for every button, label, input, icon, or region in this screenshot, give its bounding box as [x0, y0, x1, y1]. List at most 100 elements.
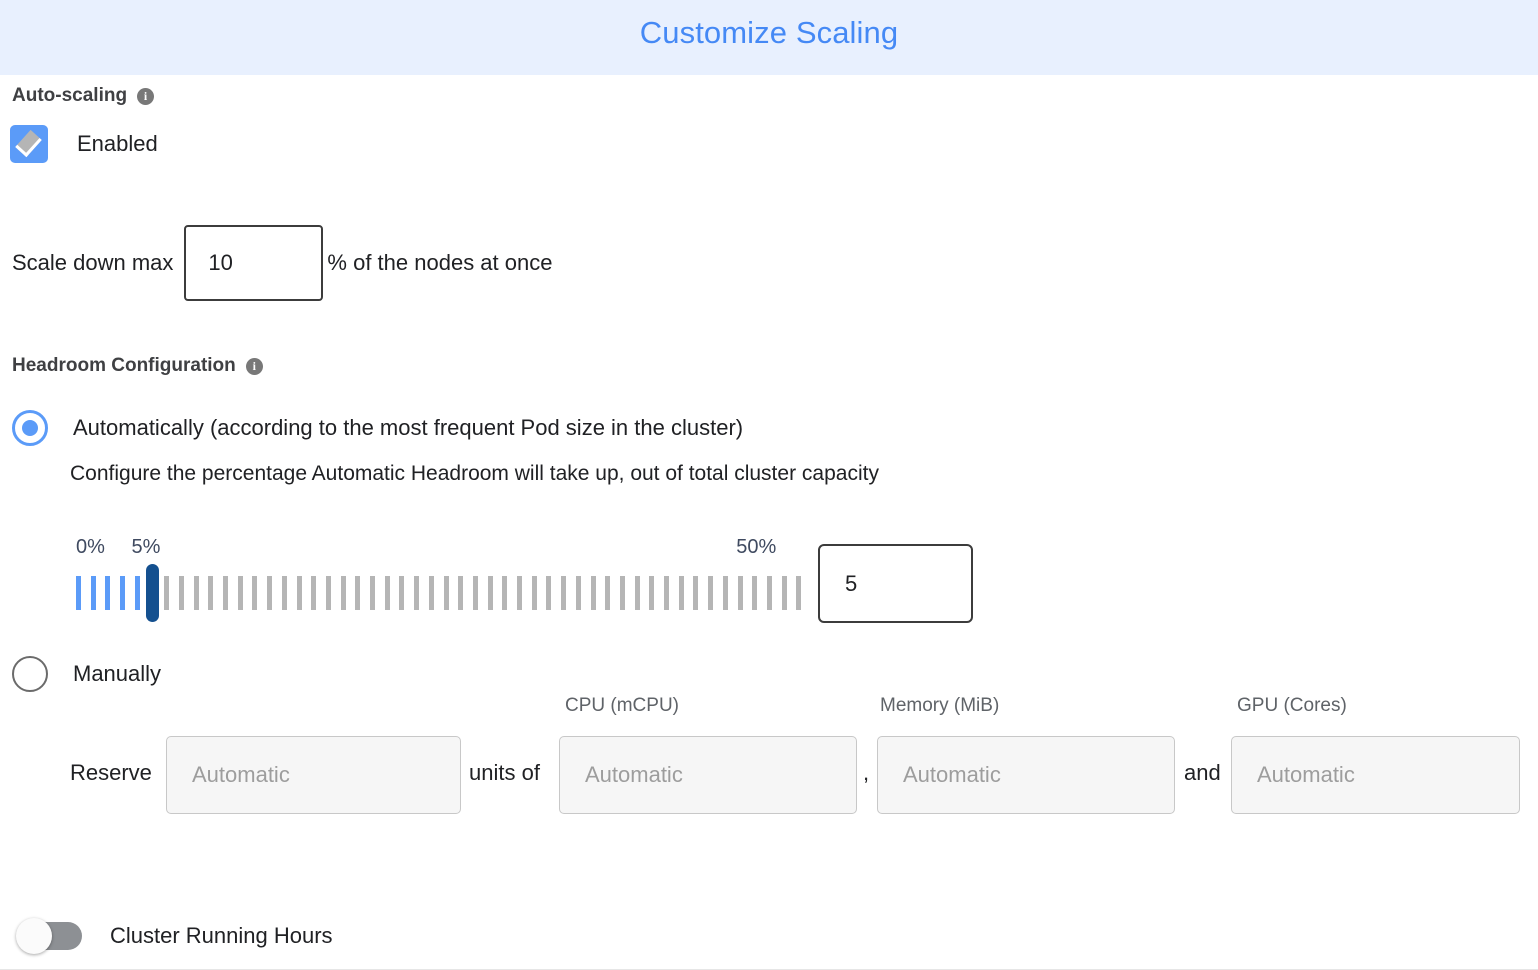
slider-tick	[193, 576, 199, 610]
slider-tick	[443, 576, 449, 610]
slider-tick	[487, 576, 493, 610]
slider-tick	[120, 576, 126, 610]
slider-tick	[325, 576, 331, 610]
slider-tick	[208, 576, 214, 610]
cpu-field-label: CPU (mCPU)	[565, 695, 679, 716]
memory-field-label: Memory (MiB)	[880, 695, 1000, 716]
slider-tick	[605, 576, 611, 610]
slider-tick	[105, 576, 111, 610]
slider-tick	[766, 576, 772, 610]
auto-scaling-heading: Auto-scaling i	[12, 85, 155, 107]
slider-tick	[458, 576, 464, 610]
slider-current-label: 5%	[131, 536, 161, 558]
slider-tick	[693, 576, 699, 610]
slider-min-label: 0%	[76, 536, 105, 558]
headroom-percentage-input[interactable]	[818, 544, 973, 623]
info-icon-glyph: i	[252, 358, 256, 373]
slider-tick	[414, 576, 420, 610]
headroom-configuration-heading-label: Headroom Configuration	[12, 355, 236, 376]
radio-manually[interactable]	[12, 656, 48, 692]
slider-tick	[399, 576, 405, 610]
auto-scaling-enabled-checkbox[interactable]	[10, 125, 48, 163]
slider-tick	[722, 576, 728, 610]
slider-tick	[370, 576, 375, 610]
slider-tick	[384, 576, 390, 610]
slider-tick	[223, 576, 228, 610]
auto-scaling-enabled-row[interactable]: Enabled	[10, 125, 158, 163]
slider-labels: 0% 5% 50%	[76, 536, 807, 563]
toggle-knob	[16, 918, 52, 954]
scale-down-max-row: Scale down max % of the nodes at once	[12, 225, 552, 301]
headroom-option-automatic-row[interactable]: Automatically (according to the most fre…	[12, 410, 743, 446]
slider-tick	[664, 576, 669, 610]
slider-handle[interactable]	[145, 564, 159, 622]
headroom-automatic-description: Configure the percentage Automatic Headr…	[70, 462, 879, 485]
and-separator: and	[1184, 760, 1221, 785]
slider-tick	[296, 576, 302, 610]
comma-separator: ,	[863, 760, 870, 785]
info-icon[interactable]: i	[137, 87, 155, 105]
cluster-running-hours-label: Cluster Running Hours	[110, 923, 333, 948]
info-icon[interactable]: i	[245, 357, 263, 375]
slider-tick	[90, 576, 96, 610]
slider-tick	[237, 576, 243, 610]
manual-headroom-fields: CPU (mCPU) Memory (MiB) GPU (Cores) Rese…	[70, 695, 1522, 818]
slider-tick	[76, 576, 81, 610]
headroom-option-manual-row[interactable]: Manually	[12, 656, 161, 692]
scale-down-max-label: Scale down max	[12, 250, 174, 275]
memory-input[interactable]	[877, 736, 1175, 814]
gpu-field-label: GPU (Cores)	[1237, 695, 1347, 716]
slider-tick	[472, 576, 478, 610]
slider-tick	[502, 576, 508, 610]
auto-scaling-heading-label: Auto-scaling	[12, 85, 128, 106]
slider-tick	[134, 576, 140, 610]
slider-tick	[634, 576, 640, 610]
slider-tick	[252, 576, 258, 610]
slider-tick	[164, 576, 170, 610]
slider-tick	[428, 576, 434, 610]
auto-scaling-enabled-label: Enabled	[77, 131, 158, 156]
slider-max-label: 50%	[736, 536, 777, 558]
scale-down-max-suffix: % of the nodes at once	[327, 250, 553, 275]
slider-tick	[178, 576, 184, 610]
info-icon-glyph: i	[143, 88, 148, 103]
slider-tick	[619, 576, 625, 610]
reserve-label: Reserve	[70, 760, 152, 785]
slider-tick	[678, 576, 684, 610]
radio-automatic-label: Automatically (according to the most fre…	[73, 415, 744, 440]
slider-tick	[708, 576, 714, 610]
units-of-label: units of	[469, 760, 540, 785]
slider-tick	[281, 576, 287, 610]
slider-tick	[355, 576, 361, 610]
dialog-header: Customize Scaling	[0, 0, 1538, 75]
slider-tick	[546, 576, 552, 610]
scale-down-max-input[interactable]	[184, 225, 324, 301]
slider-tick	[781, 576, 787, 610]
slider-tick	[267, 576, 273, 610]
slider-tick	[561, 576, 567, 610]
slider-tick	[531, 576, 537, 610]
slider-tick	[575, 576, 581, 610]
slider-tick	[752, 576, 758, 610]
slider-tick	[311, 576, 317, 610]
gpu-input[interactable]	[1231, 736, 1520, 814]
slider-tick	[590, 576, 596, 610]
headroom-percentage-slider[interactable]: 0% 5% 50%	[76, 536, 807, 622]
headroom-configuration-heading: Headroom Configuration i	[12, 355, 263, 377]
check-icon	[15, 129, 42, 158]
slider-tick	[517, 576, 522, 610]
slider-tick	[340, 576, 346, 610]
cluster-running-hours-toggle[interactable]	[16, 918, 82, 954]
manual-field-inputs: Reserve units of , and	[70, 736, 1522, 818]
radio-automatic[interactable]	[12, 410, 48, 446]
radio-manually-label: Manually	[73, 661, 162, 686]
cluster-running-hours-row[interactable]: Cluster Running Hours	[16, 918, 333, 954]
slider-track[interactable]	[76, 564, 807, 622]
slider-tick	[649, 576, 655, 610]
slider-tick	[737, 576, 743, 610]
cpu-input[interactable]	[559, 736, 857, 814]
reserve-units-input[interactable]	[166, 736, 461, 814]
manual-field-labels: CPU (mCPU) Memory (MiB) GPU (Cores)	[70, 695, 1522, 727]
page-title: Customize Scaling	[639, 15, 899, 50]
slider-tick	[796, 576, 802, 610]
